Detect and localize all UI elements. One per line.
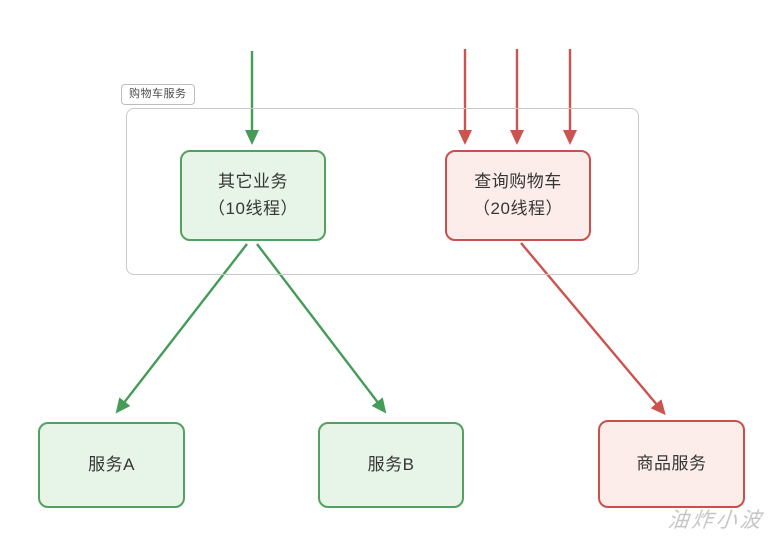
node-other-business: 其它业务 （10线程） [180, 150, 326, 241]
node-query-cart: 查询购物车 （20线程） [445, 150, 591, 241]
node-product-service: 商品服务 [598, 420, 745, 508]
node-other-business-line2: （10线程） [208, 198, 298, 218]
group-label-cart-service: 购物车服务 [121, 84, 195, 105]
node-query-cart-line2: （20线程） [473, 198, 563, 218]
node-query-cart-line1: 查询购物车 [474, 172, 562, 192]
node-service-a: 服务A [38, 422, 185, 508]
group-box-cart-service [126, 108, 639, 275]
node-service-b: 服务B [318, 422, 464, 508]
node-service-b-label: 服务B [367, 454, 415, 474]
node-product-service-label: 商品服务 [636, 453, 707, 473]
node-other-business-line1: 其它业务 [218, 172, 288, 192]
watermark: 油炸小波 [666, 509, 766, 532]
node-service-a-label: 服务A [88, 454, 135, 474]
